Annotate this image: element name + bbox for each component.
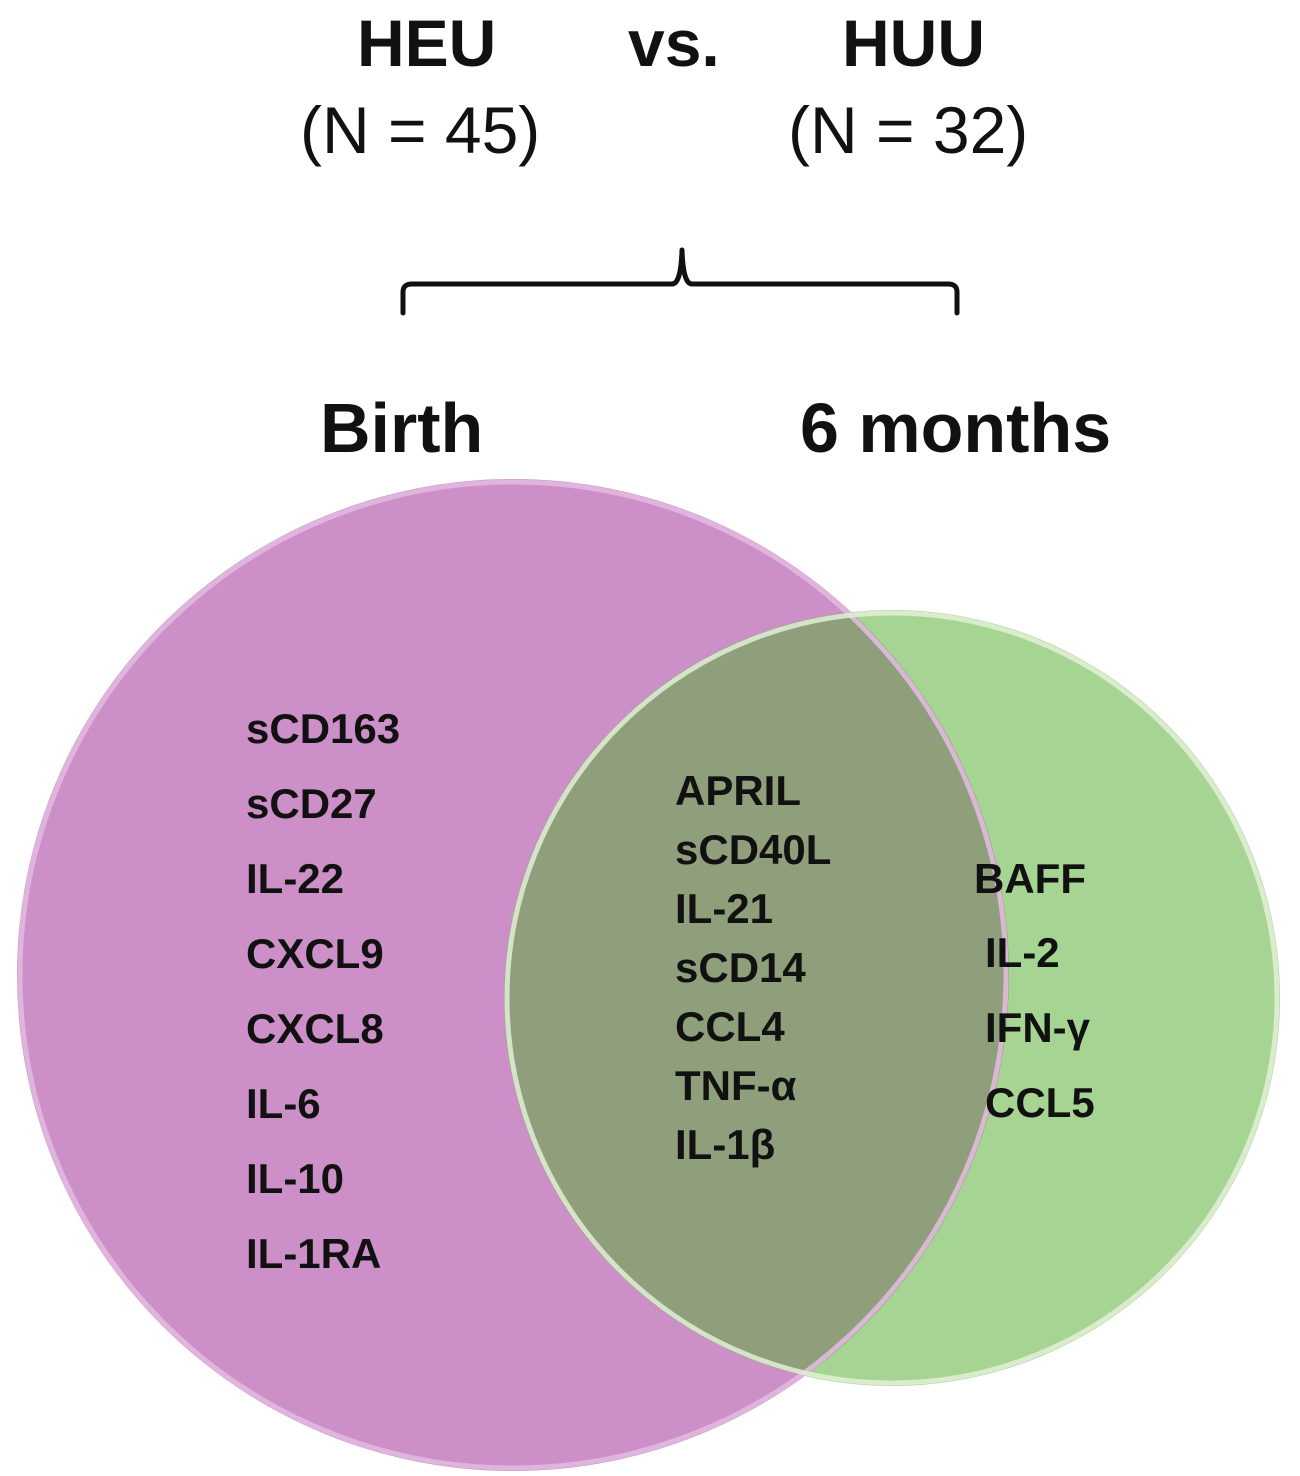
vs-label: vs. — [628, 6, 720, 80]
list-item: IL-1β — [675, 1121, 776, 1168]
group2-label: HUU — [842, 6, 985, 80]
list-item: CCL4 — [675, 1003, 785, 1050]
list-item: CCL5 — [985, 1079, 1095, 1126]
list-item: sCD163 — [246, 705, 401, 752]
group1-n: (N = 45) — [300, 93, 541, 167]
bracket — [400, 247, 960, 316]
list-item: IL-2 — [985, 929, 1060, 976]
list-item: IL-22 — [246, 855, 345, 902]
both-timepoints-list: APRIL sCD40L IL-21 sCD14 CCL4 TNF-α IL-1… — [675, 770, 831, 1183]
birth-only-list: sCD163 sCD27 IL-22 CXCL9 CXCL8 IL-6 IL-1… — [246, 708, 400, 1308]
list-item: IFN-γ — [985, 1004, 1090, 1051]
overlap-region — [504, 610, 1009, 1386]
list-item: APRIL — [675, 767, 801, 814]
list-item: CXCL8 — [246, 1005, 384, 1052]
list-item: CXCL9 — [246, 930, 384, 977]
list-item: sCD40L — [675, 826, 832, 873]
list-item: IL-21 — [675, 885, 774, 932]
list-item: sCD27 — [246, 780, 377, 827]
timepoint-six-months-label: 6 months — [800, 389, 1112, 467]
list-item: BAFF — [974, 855, 1086, 902]
list-item: TNF-α — [675, 1062, 797, 1109]
group2-n: (N = 32) — [788, 93, 1029, 167]
list-item: IL-1RA — [246, 1230, 382, 1277]
list-item: IL-10 — [246, 1155, 345, 1202]
group1-label: HEU — [357, 6, 497, 80]
timepoint-birth-label: Birth — [320, 389, 484, 467]
list-item: sCD14 — [675, 944, 806, 991]
list-item: IL-6 — [246, 1080, 321, 1127]
